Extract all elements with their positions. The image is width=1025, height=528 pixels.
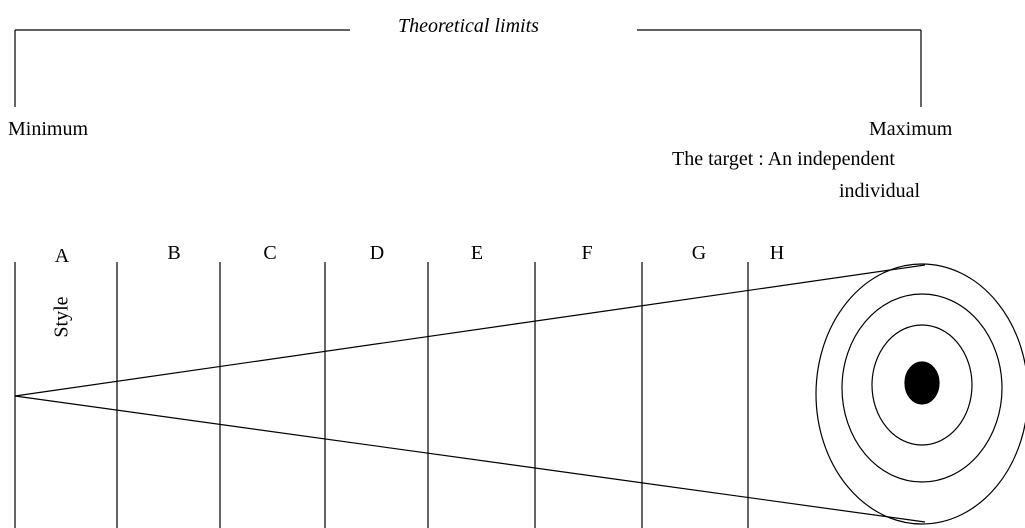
- column-label-c: C: [263, 242, 277, 264]
- column-label-a: A: [54, 245, 70, 267]
- cone-bottom-line: [14, 395, 926, 523]
- column-label-d: D: [369, 242, 385, 264]
- column-label-e: E: [470, 242, 484, 264]
- column-label-h: H: [769, 242, 785, 264]
- target-label-line2: individual: [839, 180, 921, 202]
- column-label-f: F: [581, 242, 593, 264]
- target-ring-2: [841, 293, 1003, 483]
- column-dividers: [14, 262, 749, 528]
- target-label-line1: The target : An independent: [672, 148, 895, 170]
- limits-bracket: [14, 29, 922, 107]
- cone-top-line: [14, 264, 926, 397]
- cone: [14, 264, 926, 523]
- minimum-label: Minimum: [8, 118, 89, 140]
- target-bullseye: [904, 361, 940, 405]
- column-label-b: B: [167, 242, 181, 264]
- maximum-label: Maximum: [869, 118, 953, 140]
- theoretical-limits-label: Theoretical limits: [398, 15, 539, 37]
- column-label-g: G: [691, 242, 707, 264]
- target: [815, 263, 1025, 525]
- style-label: Style: [50, 296, 73, 338]
- target-ring-outer: [815, 263, 1025, 525]
- target-ring-3: [871, 324, 973, 446]
